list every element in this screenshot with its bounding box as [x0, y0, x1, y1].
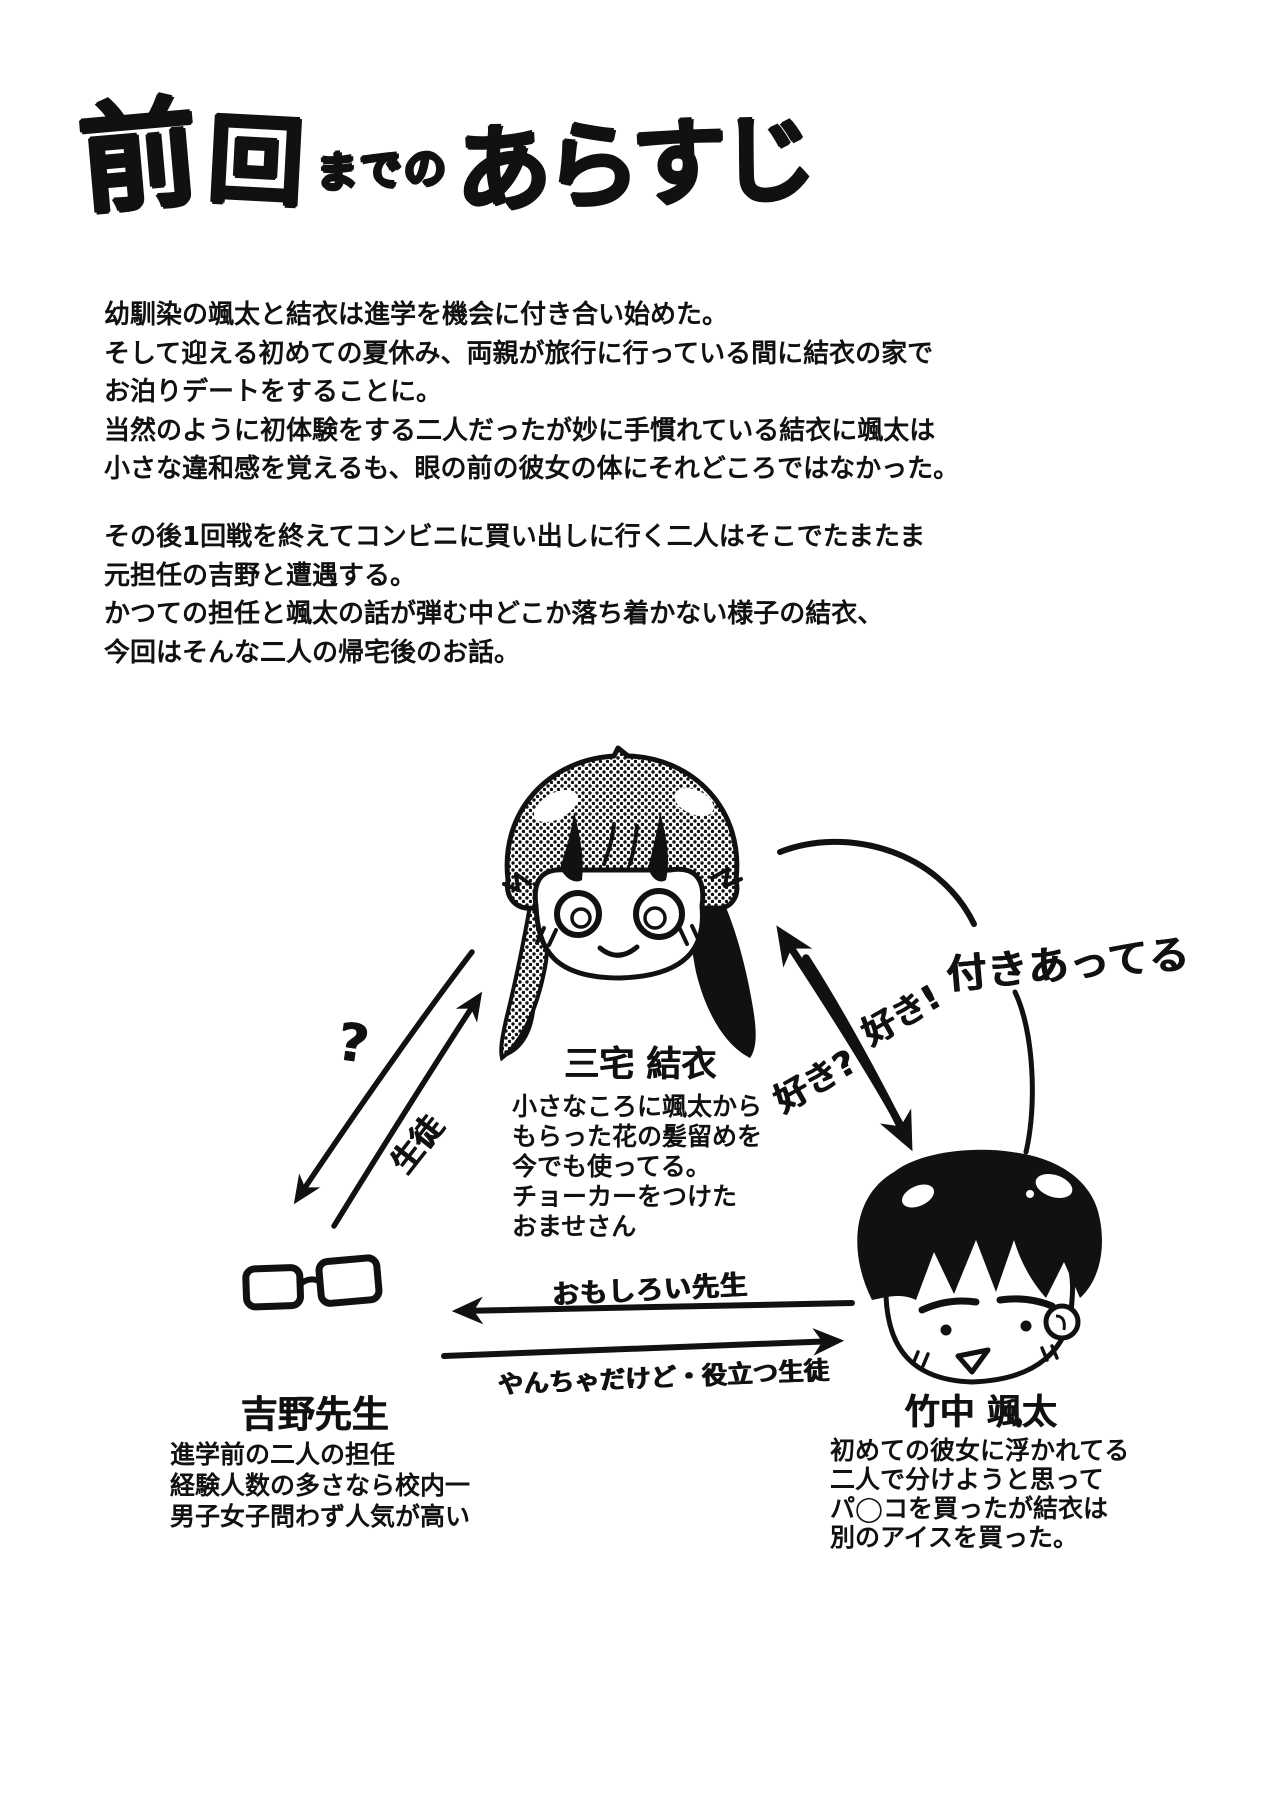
synopsis-line: そして迎える初めての夏休み、両親が旅行に行っている間に結衣の家で — [104, 338, 934, 369]
arrow-useful-student — [441, 1328, 845, 1359]
bio-line: 別のアイスを買った。 — [830, 1523, 1079, 1552]
synopsis-line: 当然のように初体験をする二人だったが妙に手慣れている結衣に颯太は — [104, 415, 936, 446]
arrow-student-to-yui — [331, 991, 483, 1229]
relationship-diagram: ? 生徒 おもしろい先生 やんちゃだけど・役立つ生徒 付きあってる 好き! 好き… — [0, 650, 1280, 1807]
bio-line: おませさん — [512, 1212, 637, 1241]
yui-name: 三宅 結衣 — [563, 1045, 717, 1085]
synopsis-line: 小さな違和感を覚えるも、眼の前の彼女の体にそれどころではなかった。 — [104, 454, 960, 484]
synopsis-line: 幼馴染の颯太と結衣は進学を機会に付き合い始めた。 — [104, 300, 729, 330]
bio-line: 二人で分けようと思って — [830, 1465, 1104, 1494]
synopsis-line: 元担任の吉野と遭遇する。 — [104, 560, 417, 591]
souta-bio: 初めての彼女に浮かれてる 二人で分けようと思って パ◯コを買ったが結衣は 別のア… — [830, 1436, 1129, 1552]
synopsis-line: その後1回戦を終えてコンビニに買い出しに行く二人はそこでたまたま — [104, 522, 926, 552]
bio-line: 男子女子問わず人気が高い — [170, 1502, 471, 1531]
bio-line: 小さなころに颯太から — [512, 1092, 763, 1121]
synopsis-paragraph-2: その後1回戦を終えてコンビニに買い出しに行く二人はそこでたまたま 元担任の吉野と… — [104, 518, 925, 672]
synopsis-line: お泊りデートをすることに。 — [104, 377, 443, 407]
yui-bio: 小さなころに颯太から もらった花の髪留めを 今でも使ってる。 チョーカーをつけた… — [512, 1092, 762, 1242]
synopsis-line: かつての担任と颯太の話が弾む中どこか落ち着かない様子の結衣、 — [104, 599, 884, 629]
arrow-question-to-yoshino — [293, 949, 475, 1205]
bio-line: 今でも使ってる。 — [512, 1152, 711, 1181]
bio-line: チョーカーをつけた — [512, 1182, 738, 1211]
souta-name: 竹中 颯太 — [904, 1393, 1057, 1433]
dating-arc-upper — [777, 838, 977, 927]
bio-line: もらった花の髪留めを — [512, 1122, 763, 1151]
arrow-like-to-souta — [802, 954, 913, 1152]
dating-arc-lower — [1012, 989, 1035, 1155]
bio-line: パ◯コを買ったが結衣は — [830, 1494, 1108, 1523]
synopsis-line: 今回はそんな二人の帰宅後のお話。 — [104, 637, 521, 668]
yoshino-bio: 進学前の二人の担任 経験人数の多さなら校内一 男子女子問わず人気が高い — [170, 1439, 470, 1532]
bio-line: 初めての彼女に浮かれてる — [830, 1436, 1130, 1465]
bio-line: 経験人数の多さなら校内一 — [170, 1471, 471, 1500]
arrow-fun-teacher — [451, 1296, 855, 1325]
yoshino-name: 吉野先生 — [240, 1393, 389, 1436]
glasses-icon — [242, 1254, 383, 1311]
synopsis-paragraph-1: 幼馴染の颯太と結衣は進学を機会に付き合い始めた。 そして迎える初めての夏休み、両… — [104, 296, 959, 489]
bio-line: 進学前の二人の担任 — [170, 1440, 396, 1469]
souta-portrait — [857, 1149, 1102, 1385]
yui-portrait — [499, 745, 756, 1062]
